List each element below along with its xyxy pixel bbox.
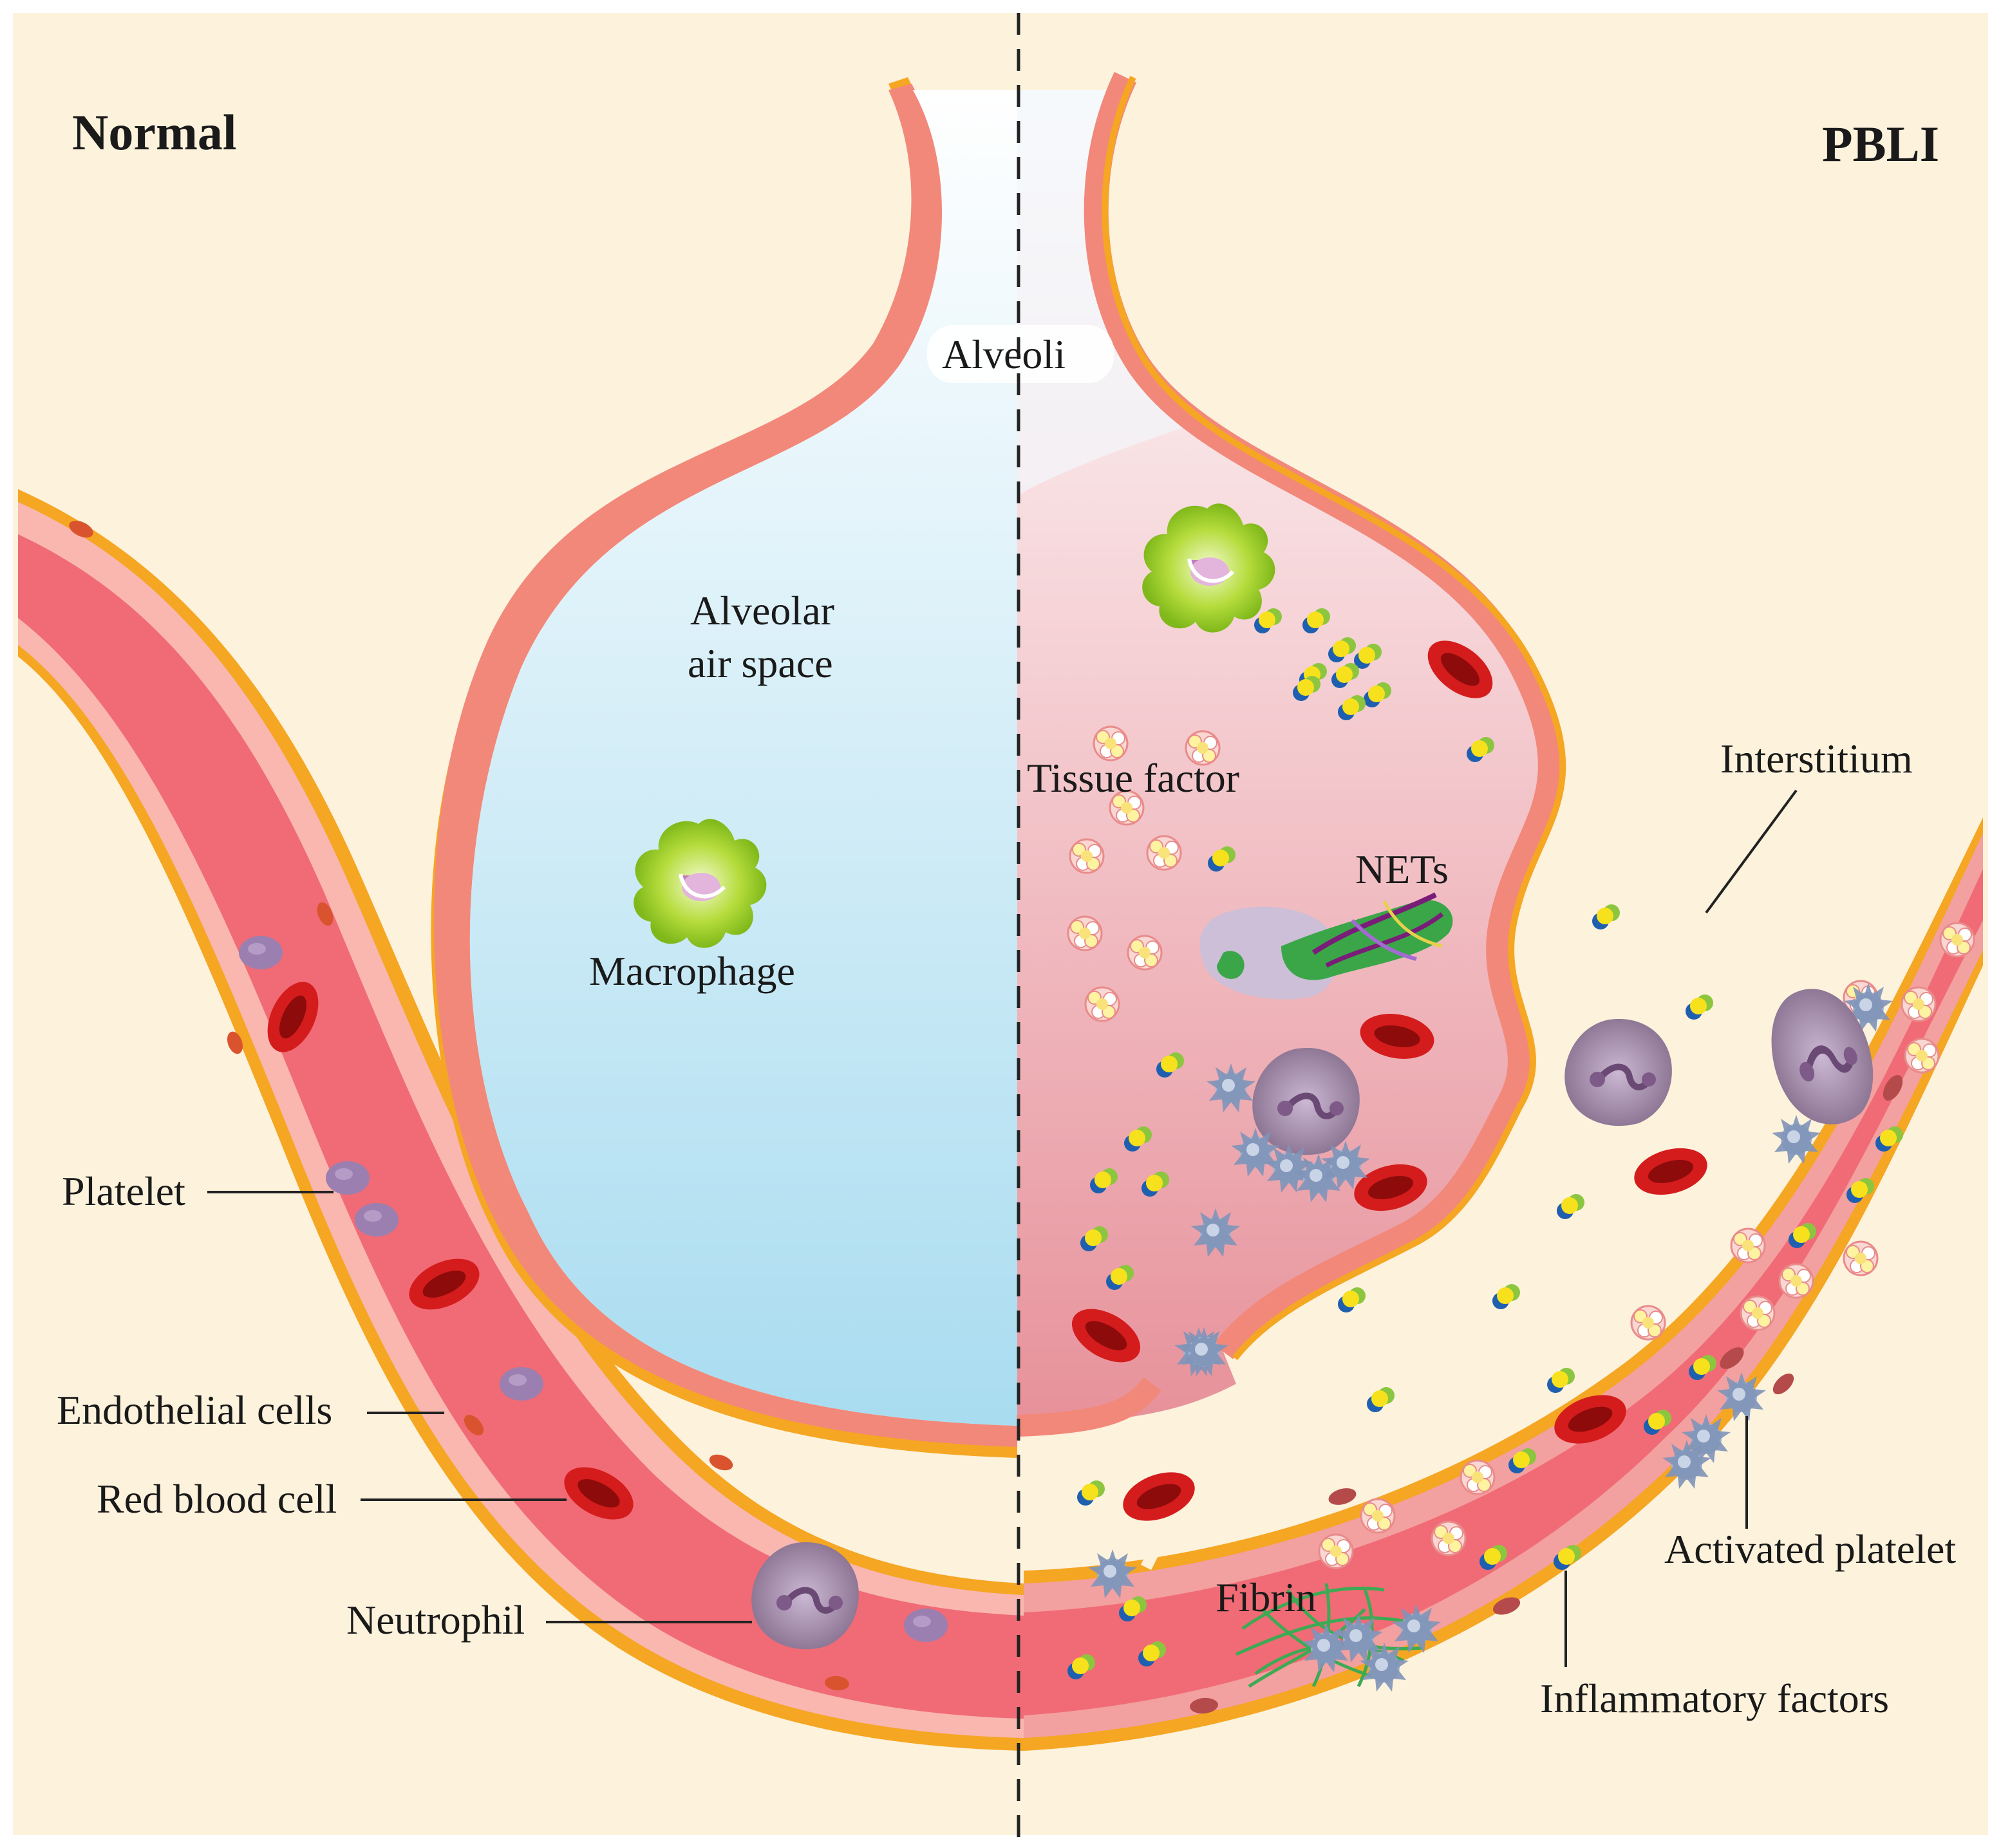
normal-capillary <box>18 489 1024 1751</box>
label-neutrophil: Neutrophil <box>346 1597 525 1643</box>
label-alveoli: Alveoli <box>942 331 1066 377</box>
label-macrophage: Macrophage <box>589 948 795 994</box>
title-normal: Normal <box>72 104 237 160</box>
label-interstitium: Interstitium <box>1720 736 1913 781</box>
label-tissue-factor: Tissue factor <box>1027 755 1239 801</box>
label-inflammatory-factors: Inflammatory factors <box>1540 1675 1889 1721</box>
title-pbli: PBLI <box>1822 116 1939 172</box>
alveolus <box>431 71 1566 1458</box>
label-air-space-2: air space <box>688 640 833 686</box>
label-endothelial-cells: Endothelial cells <box>57 1387 332 1433</box>
nets-structure <box>1199 892 1453 1000</box>
label-red-blood-cell: Red blood cell <box>97 1476 337 1522</box>
label-platelet: Platelet <box>62 1168 185 1214</box>
leader-lines <box>207 789 1798 1667</box>
label-nets: NETs <box>1355 846 1449 892</box>
pbli-capillary <box>1024 817 1983 1751</box>
label-activated-platelet: Activated platelet <box>1664 1526 1956 1572</box>
label-air-space-1: Alveolar <box>690 588 834 633</box>
label-fibrin: Fibrin <box>1216 1574 1316 1620</box>
